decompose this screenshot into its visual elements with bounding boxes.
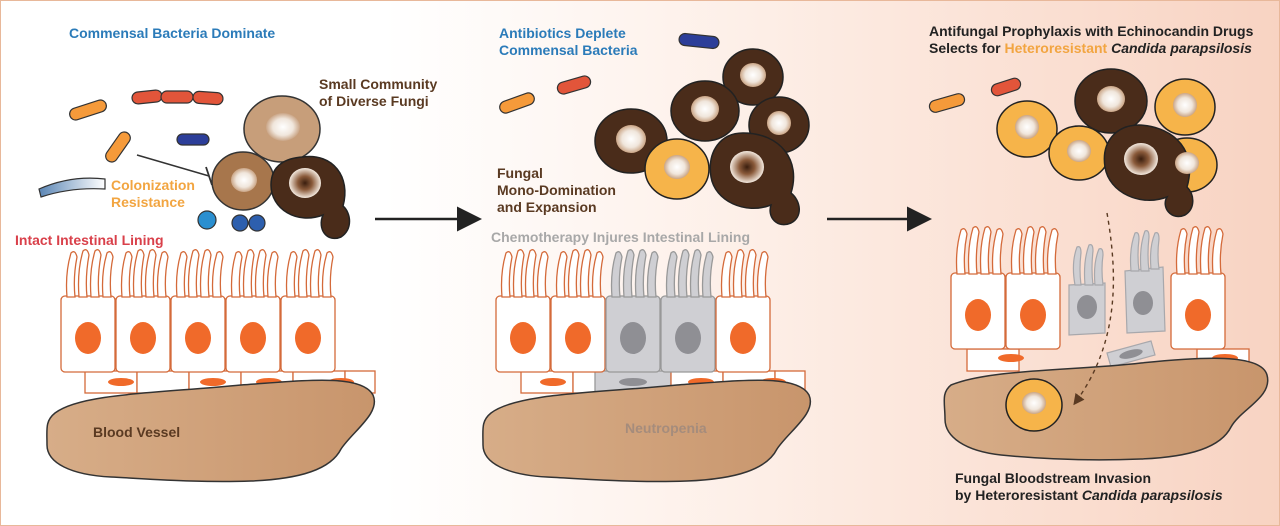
bacterium-red (192, 90, 224, 106)
panel2-title: Antibiotics Deplete Commensal Bacteria (499, 25, 638, 58)
intestinal-cells-injured (495, 249, 806, 394)
blood-vessel-neutropenia (482, 379, 812, 483)
blood-vessel (46, 379, 376, 483)
bacterium-red (131, 89, 163, 105)
bacterium-orange (105, 131, 131, 163)
intact-lining-label: Intact Intestinal Lining (15, 232, 164, 248)
fungal-mono-domination-label: Fungal Mono-Domination and Expansion (497, 165, 616, 215)
bloodstream-invasion-label: Fungal Bloodstream Invasion by Heterores… (955, 470, 1223, 503)
chemotherapy-label: Chemotherapy Injures Intestinal Lining (491, 229, 751, 245)
panel3-title: Antifungal Prophylaxis with Echinocandin… (929, 23, 1254, 56)
panel1-title: Commensal Bacteria Dominate (69, 25, 276, 41)
bacterium-coccus (248, 214, 266, 232)
intestinal-cells-intact (60, 249, 376, 394)
bacterium-curved-rod (38, 177, 106, 198)
fungi-community-label: Small Community of Diverse Fungi (319, 76, 438, 109)
bacterium-blue (176, 133, 210, 146)
blood-vessel-label: Blood Vessel (93, 424, 181, 440)
panel1-artwork (38, 89, 376, 483)
neutropenia-label: Neutropenia (625, 420, 707, 436)
intestinal-cells-damaged (950, 226, 1250, 372)
panel2-artwork (482, 32, 812, 483)
bacterium-coccus (231, 214, 249, 232)
bacterium-orange (69, 99, 107, 121)
bacterium-red (160, 90, 194, 104)
blood-vessel-invaded (943, 357, 1269, 461)
bacterium-coccus (197, 210, 217, 230)
colonization-resistance-label: Colonization Resistance (111, 177, 195, 210)
panel3-artwork (928, 68, 1269, 461)
invasion-arrow (1073, 212, 1115, 406)
